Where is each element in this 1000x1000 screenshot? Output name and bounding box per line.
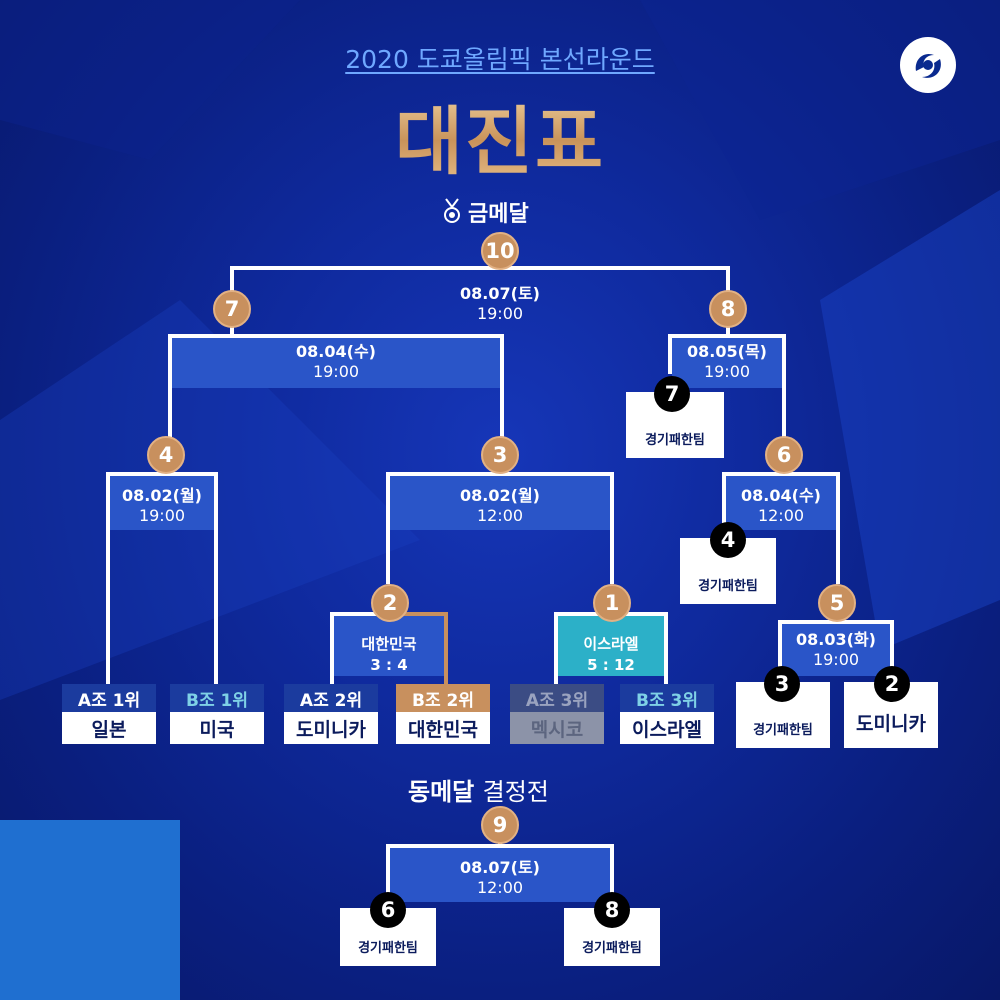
game6-date: 08.04(수)12:00	[741, 486, 821, 525]
loser-number-7: 7	[654, 376, 690, 412]
game-number-6: 6	[765, 436, 803, 474]
game-number-8: 8	[709, 290, 747, 328]
game7-date: 08.04(수)19:00	[296, 342, 376, 381]
game3-date: 08.02(월)12:00	[460, 486, 540, 525]
game4-date: 08.02(월)19:00	[122, 486, 202, 525]
game-number-2: 2	[371, 584, 409, 622]
gold-medal-label: 금메달	[468, 202, 529, 227]
bronze-heading: 동메달 결정전	[408, 778, 549, 806]
game-number-5: 5	[818, 584, 856, 622]
game-number-10: 10	[481, 232, 519, 270]
game5-date: 08.03(화)19:00	[796, 630, 876, 669]
game-number-4: 4	[147, 436, 185, 474]
final-date: 08.07(토)19:00	[460, 284, 540, 323]
bronze-right-number: 8	[594, 892, 630, 928]
loser-number-3: 3	[764, 666, 800, 702]
loser-number-4: 4	[710, 522, 746, 558]
game8-date: 08.05(목)19:00	[687, 342, 767, 381]
logo-swirl-icon	[902, 39, 954, 91]
game-number-9: 9	[481, 806, 519, 844]
game-number-1: 1	[593, 584, 631, 622]
bronze-left-number: 6	[370, 892, 406, 928]
medal-icon	[444, 198, 460, 223]
dominica-number-2: 2	[874, 666, 910, 702]
game-number-3: 3	[481, 436, 519, 474]
brand-logo	[900, 37, 956, 93]
subtitle: 2020 도쿄올림픽 본선라운드	[345, 45, 655, 74]
page-title: 대진표	[370, 82, 630, 189]
game-number-7: 7	[213, 290, 251, 328]
loser-box-game3: 경기패한팀	[736, 682, 830, 748]
bronze-date: 08.07(토)12:00	[460, 858, 540, 897]
